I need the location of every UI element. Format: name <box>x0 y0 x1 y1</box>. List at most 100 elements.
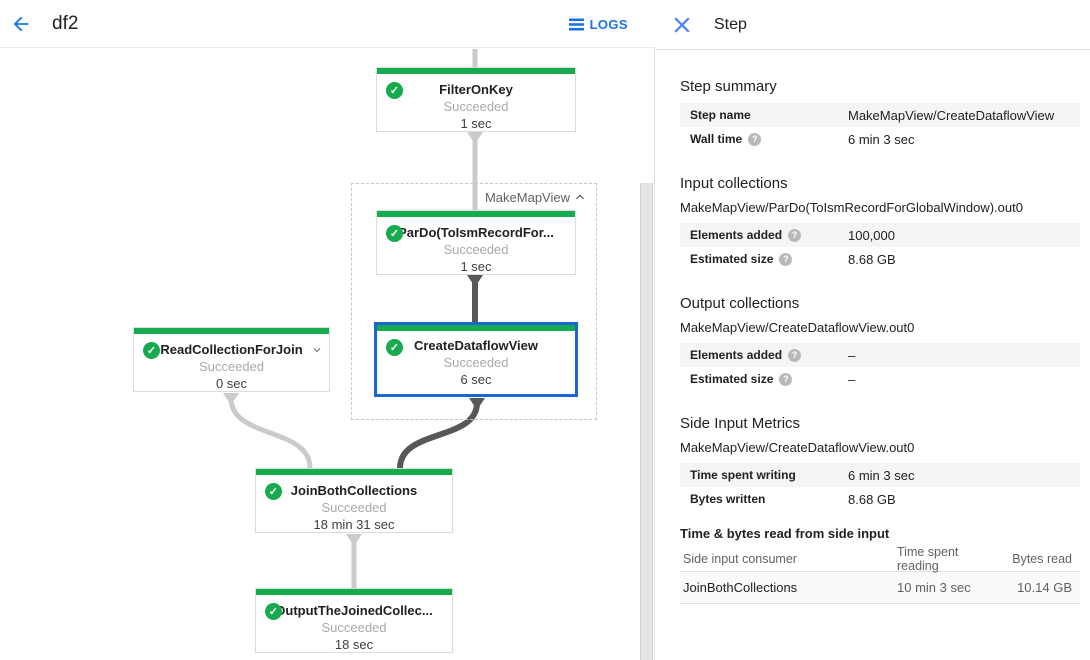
output-collections-heading: Output collections <box>680 295 800 312</box>
node-duration: 0 sec <box>215 376 248 391</box>
metric-label-text: Estimated size <box>690 372 774 386</box>
node-title: FilterOnKey <box>439 82 513 97</box>
success-check-icon: ✓ <box>386 82 403 99</box>
column-header-bytes-read: Bytes read <box>1012 551 1072 566</box>
back-arrow-icon[interactable] <box>10 13 32 35</box>
composite-group-makemapview: MakeMapView <box>351 183 597 420</box>
table-header-row: Side input consumer Time spent reading B… <box>680 544 1080 573</box>
node-status-bar <box>134 328 329 334</box>
logs-list-icon <box>568 18 584 30</box>
metric-label: Time spent writing <box>690 468 796 482</box>
help-icon[interactable]: ? <box>779 252 793 266</box>
node-status-bar <box>377 68 575 74</box>
metric-row-elements-added: Elements added ? 100,000 <box>680 223 1080 247</box>
node-duration: 18 min 31 sec <box>313 517 395 532</box>
help-icon[interactable]: ? <box>748 132 762 146</box>
node-status-bar <box>377 211 575 217</box>
node-status: Succeeded <box>198 359 265 374</box>
metric-value: 6 min 3 sec <box>848 467 915 483</box>
group-collapse-toggle[interactable]: MakeMapView <box>482 189 590 205</box>
input-collection-name: MakeMapView/ParDo(ToIsmRecordForGlobalWi… <box>680 200 1023 215</box>
node-status: Succeeded <box>321 500 387 515</box>
success-check-icon: ✓ <box>265 603 282 620</box>
help-icon[interactable]: ? <box>779 372 793 386</box>
node-status: Succeeded <box>443 355 509 370</box>
metric-value: MakeMapView/CreateDataflowView <box>848 107 1055 123</box>
metric-label: Estimated size ? <box>690 252 848 266</box>
side-input-metrics-heading: Side Input Metrics <box>680 415 801 432</box>
job-header: df2 LOGS <box>0 0 655 48</box>
success-check-icon: ✓ <box>386 339 403 356</box>
success-check-icon: ✓ <box>143 342 160 359</box>
graph-node-joinbothcollections[interactable]: ✓ JoinBothCollections Succeeded 18 min 3… <box>255 468 453 533</box>
node-status: Succeeded <box>443 242 509 257</box>
panel-title: Step <box>714 16 747 33</box>
node-status: Succeeded <box>321 620 387 635</box>
graph-node-outputthejoinedcollection[interactable]: ✓ OutputTheJoinedCollec... Succeeded 18 … <box>255 588 453 653</box>
node-status-bar <box>256 589 452 595</box>
metric-label-text: Elements added <box>690 348 783 362</box>
graph-node-pardo-toismrecord[interactable]: ✓ ParDo(ToIsmRecordFor... Succeeded 1 se… <box>376 210 576 275</box>
logs-button-label: LOGS <box>589 16 628 32</box>
close-icon[interactable] <box>673 16 691 34</box>
pane-divider <box>654 0 655 660</box>
chevron-up-icon <box>576 194 584 200</box>
cell-bytes-read: 10.14 GB <box>1017 580 1072 595</box>
metric-value: – <box>848 347 856 363</box>
success-check-icon: ✓ <box>265 483 282 500</box>
metric-value: 8.68 GB <box>848 251 896 267</box>
cell-time-spent-reading: 10 min 3 sec <box>897 580 971 595</box>
metric-row-elements-added: Elements added ? – <box>680 343 1080 367</box>
node-title: CreateDataflowView <box>413 338 539 353</box>
graph-node-createdataflowview-selected[interactable]: ✓ CreateDataflowView Succeeded 6 sec <box>374 322 578 397</box>
table-row: JoinBothCollections 10 min 3 sec 10.14 G… <box>680 572 1080 604</box>
column-header-side-input-consumer: Side input consumer <box>683 551 797 566</box>
job-title: df2 <box>52 13 79 34</box>
node-title: ParDo(ToIsmRecordFor... <box>398 225 554 240</box>
node-status-bar <box>256 469 452 475</box>
metric-row-step-name: Step name MakeMapView/CreateDataflowView <box>680 103 1080 127</box>
job-graph-pane: df2 LOGS MakeMapView <box>0 0 655 660</box>
metric-label: Bytes written <box>690 492 766 506</box>
side-input-table-heading: Time & bytes read from side input <box>680 526 890 541</box>
metric-label-text: Wall time <box>690 132 743 146</box>
metric-value: – <box>848 371 856 387</box>
help-icon[interactable]: ? <box>788 228 802 242</box>
chevron-down-icon[interactable] <box>310 343 324 357</box>
metric-value: 6 min 3 sec <box>848 131 915 147</box>
node-status: Succeeded <box>443 99 509 114</box>
panel-header: Step <box>656 0 1090 50</box>
metric-row-wall-time: Wall time ? 6 min 3 sec <box>680 127 1080 151</box>
help-icon[interactable]: ? <box>788 348 802 362</box>
node-title: ReadCollectionForJoin <box>160 342 303 357</box>
metric-row-bytes-written: Bytes written 8.68 GB <box>680 487 1080 511</box>
metric-label-text: Estimated size <box>690 252 774 266</box>
logs-button[interactable]: LOGS <box>568 0 628 48</box>
node-duration: 6 sec <box>460 372 492 387</box>
node-duration: 18 sec <box>334 637 374 652</box>
group-label: MakeMapView <box>484 189 570 205</box>
metric-label: Wall time ? <box>690 132 848 146</box>
success-check-icon: ✓ <box>386 225 403 242</box>
metric-row-time-spent-writing: Time spent writing 6 min 3 sec <box>680 463 1080 487</box>
metric-row-estimated-size: Estimated size ? 8.68 GB <box>680 247 1080 271</box>
step-summary-heading: Step summary <box>680 78 777 95</box>
side-input-collection-name: MakeMapView/CreateDataflowView.out0 <box>680 440 915 455</box>
graph-node-filteronkey[interactable]: ✓ FilterOnKey Succeeded 1 sec <box>376 67 576 132</box>
node-duration: 1 sec <box>460 116 492 131</box>
metric-value: 100,000 <box>848 227 895 243</box>
node-title: JoinBothCollections <box>290 483 418 498</box>
graph-vertical-scrollbar[interactable] <box>640 183 653 660</box>
metric-label-text: Elements added <box>690 228 783 242</box>
metric-label: Estimated size ? <box>690 372 848 386</box>
metric-label: Elements added ? <box>690 348 848 362</box>
metric-row-estimated-size: Estimated size ? – <box>680 367 1080 391</box>
output-collection-name: MakeMapView/CreateDataflowView.out0 <box>680 320 915 335</box>
metric-value: 8.68 GB <box>848 491 896 507</box>
column-header-time-spent-reading: Time spent reading <box>897 544 959 573</box>
input-collections-heading: Input collections <box>680 175 788 192</box>
cell-side-input-consumer: JoinBothCollections <box>683 580 798 595</box>
metric-label: Elements added ? <box>690 228 848 242</box>
node-title: OutputTheJoinedCollec... <box>275 603 433 618</box>
graph-node-readcollectionforjoin[interactable]: ✓ ReadCollectionForJoin Succeeded 0 sec <box>133 327 330 392</box>
